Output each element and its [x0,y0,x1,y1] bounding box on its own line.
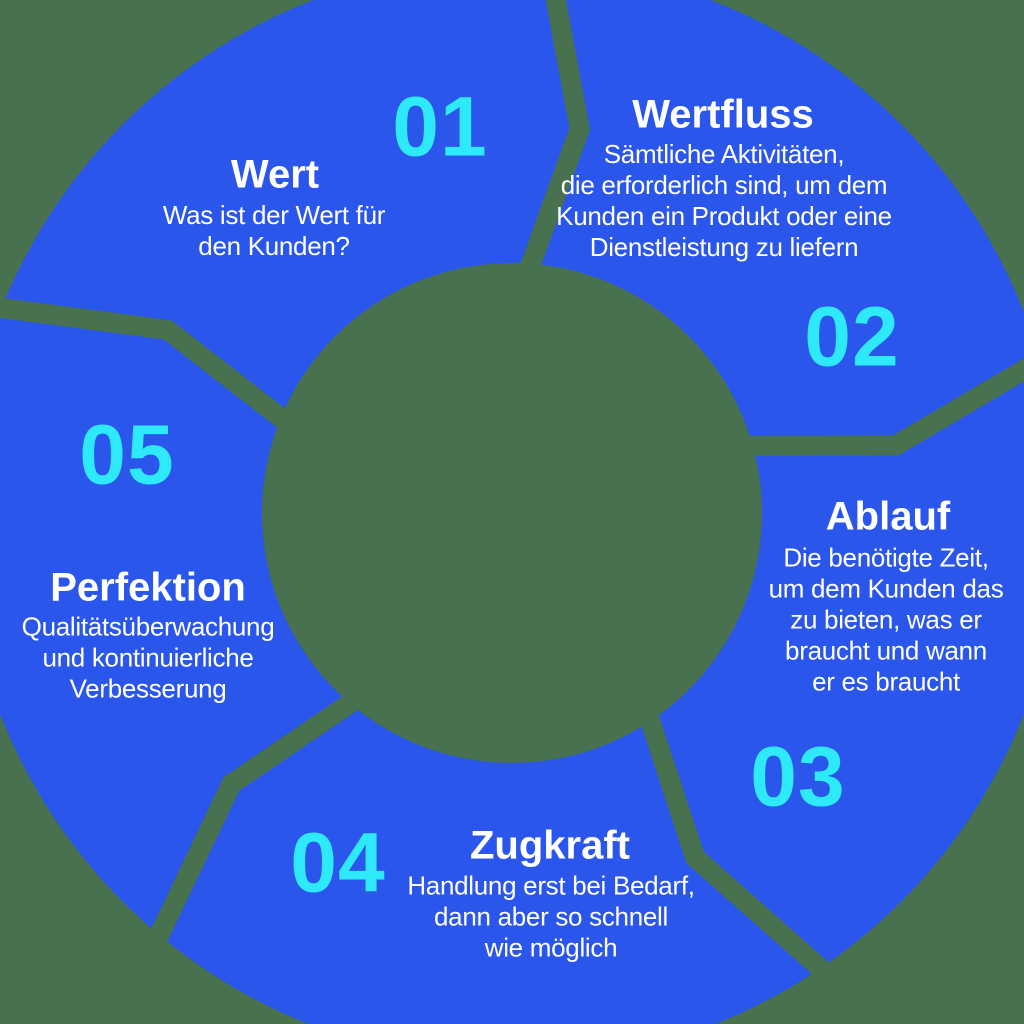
step-01-title: Wert [230,152,320,197]
step-04-title: Zugkraft [470,823,630,868]
step-03-number: 03 [750,729,846,824]
step-03-description: Die benötigte Zeit, um dem Kunden das zu… [768,542,1004,697]
step-05-description: Qualitätsüberwachung und kontinuierliche… [21,611,275,704]
divider-arrow-05-01 [0,297,304,439]
divider-arrow-04-05 [134,683,373,972]
divider-arrow-03-04 [634,698,855,1000]
step-01-number: 01 [392,79,488,174]
divider-arrow-01-02 [514,0,591,287]
step-02-number: 02 [804,289,900,384]
step-02-description: Sämtliche Aktivitäten, die erforderlich … [556,139,892,262]
step-03-title: Ablauf [825,494,951,539]
step-02-title: Wertfluss [632,92,814,137]
step-05-number: 05 [79,407,175,502]
divider-arrow-02-03 [731,358,1024,456]
step-04-number: 04 [290,815,386,910]
step-01-description: Was ist der Wert für den Kunden? [162,200,386,261]
step-05-title: Perfektion [50,565,246,610]
step-04-description: Handlung erst bei Bedarf, dann aber so s… [407,870,695,963]
